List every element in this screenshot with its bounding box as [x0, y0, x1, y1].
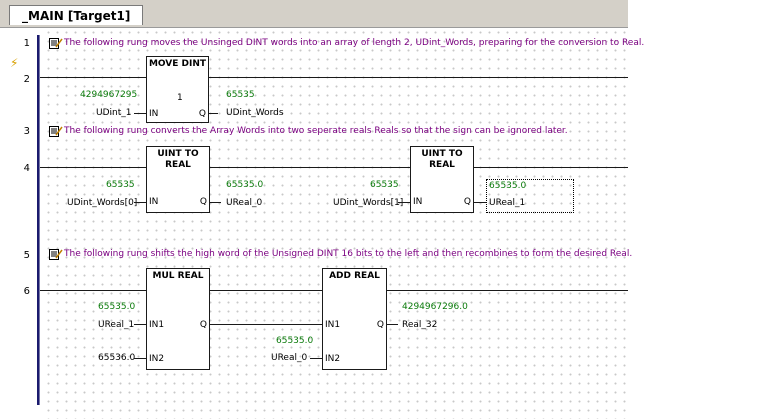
comment-icon[interactable] [49, 38, 63, 49]
output-value: 65535.0 [226, 180, 264, 190]
input-value: 65535 [370, 180, 399, 190]
rung-number: 1 [23, 38, 30, 49]
q-pin: Q [199, 197, 207, 207]
rung-number: 4 [23, 163, 30, 174]
rung-number: 5 [23, 250, 30, 261]
q-pin: Q [199, 320, 207, 330]
input-variable[interactable]: UDint_1 [96, 108, 132, 118]
rung-number: 6 [23, 286, 30, 297]
rung-wire [208, 77, 628, 78]
power-rail [37, 35, 39, 405]
block-title: UINT TO REAL [157, 149, 199, 170]
block-length: 1 [177, 93, 183, 103]
lightning-icon: ⚡ [10, 56, 19, 70]
rung-number: 3 [23, 126, 30, 137]
selected-operand-cell[interactable]: 65535.0 UReal_1 [486, 179, 574, 213]
comment-icon[interactable] [49, 249, 63, 260]
rung-number: 2 [23, 74, 30, 85]
in-pin: IN [413, 197, 423, 207]
uint-to-real-block[interactable]: UINT TO REAL IN Q [146, 146, 210, 213]
input-variable[interactable]: UReal_0 [271, 353, 308, 363]
output-variable[interactable]: UReal_1 [489, 198, 526, 208]
ladder-editor[interactable]: 1 ⚡ 2 3 4 5 6 The following rung moves t… [0, 28, 644, 419]
in1-pin: IN1 [325, 320, 341, 330]
block-title: UINT TO REAL [421, 149, 463, 170]
input-value: 4294967295 [80, 90, 138, 100]
in1-pin: IN1 [149, 320, 165, 330]
rung-number-column: 1 ⚡ 2 3 4 5 6 [0, 28, 34, 419]
output-variable[interactable]: Real_32 [402, 320, 438, 330]
rung-wire [40, 77, 146, 78]
power-rail-shadow [39, 35, 40, 405]
pin-wire [398, 202, 410, 203]
rung-wire [40, 167, 146, 168]
q-pin: Q [198, 109, 206, 119]
move-dint-block[interactable]: MOVE DINT 1 IN Q [146, 56, 209, 123]
rung-wire [209, 290, 322, 291]
pin-wire [386, 324, 398, 325]
pin-wire [134, 113, 146, 114]
in-pin: IN [149, 197, 159, 207]
tab-main-target1[interactable]: _MAIN [Target1] [9, 5, 144, 25]
pin-wire [134, 324, 146, 325]
pin-wire [209, 202, 221, 203]
pin-wire [310, 358, 322, 359]
input-variable[interactable]: UReal_1 [98, 320, 135, 330]
q-pin: Q [463, 197, 471, 207]
input-value: 65535.0 [276, 336, 314, 346]
in2-pin: IN2 [149, 354, 165, 364]
input-value: 65535 [106, 180, 135, 190]
rung-comment[interactable]: The following rung converts the Array Wo… [64, 126, 568, 136]
rung-wire [474, 167, 628, 168]
in-pin: IN [149, 109, 159, 119]
block-title: MUL REAL [152, 271, 204, 281]
rung-wire [386, 290, 628, 291]
input-value: 65535.0 [98, 302, 136, 312]
pin-wire [473, 202, 487, 203]
pin-wire [134, 358, 146, 359]
output-value: 65535 [226, 90, 255, 100]
tab-bar: _MAIN [Target1] [0, 0, 628, 28]
comment-icon[interactable] [49, 126, 63, 137]
input-variable[interactable]: UDint_Words[1] [333, 198, 404, 208]
rung-wire [209, 167, 410, 168]
block-title: ADD REAL [329, 271, 380, 281]
pin-wire [134, 202, 146, 203]
in2-pin: IN2 [325, 354, 341, 364]
input-variable[interactable]: UDint_Words[0] [67, 198, 138, 208]
q-pin: Q [376, 320, 384, 330]
rung-wire [40, 290, 146, 291]
output-variable[interactable]: UReal_0 [226, 198, 263, 208]
block-title: MOVE DINT [148, 59, 207, 69]
output-variable[interactable]: UDint_Words [226, 108, 284, 118]
pin-wire [208, 113, 218, 114]
rung-comment[interactable]: The following rung shifts the high word … [64, 249, 633, 259]
uint-to-real-block[interactable]: UINT TO REAL IN Q [410, 146, 474, 213]
input-value[interactable]: 65536.0 [98, 353, 136, 363]
pin-wire [209, 324, 322, 325]
mul-real-block[interactable]: MUL REAL IN1 Q IN2 [146, 268, 210, 370]
rung-comment[interactable]: The following rung moves the Unsinged DI… [64, 38, 645, 48]
add-real-block[interactable]: ADD REAL IN1 Q IN2 [322, 268, 387, 370]
output-value: 65535.0 [489, 181, 527, 191]
output-value: 4294967296.0 [402, 302, 468, 312]
